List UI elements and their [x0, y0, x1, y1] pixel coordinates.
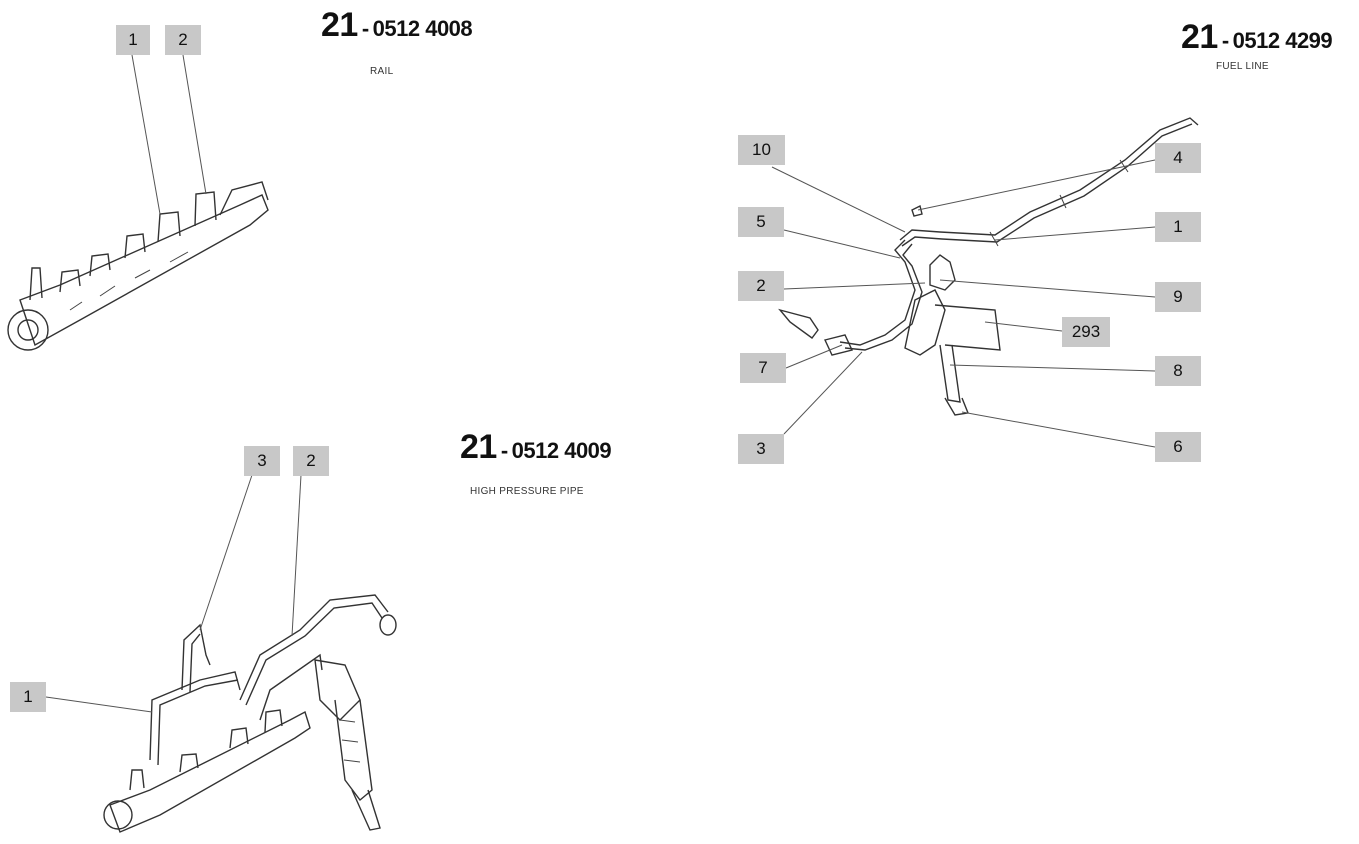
fuel-line-title-code: 0512 4299	[1232, 28, 1333, 53]
fl-leader-1	[994, 226, 1156, 241]
rail-leader-2	[182, 54, 207, 195]
hpp-title-code: 0512 4009	[511, 438, 612, 463]
hpp-leader-2	[291, 474, 302, 637]
fl-callout-7: 7	[740, 353, 786, 383]
fl-leader-4	[917, 159, 1156, 211]
fl-leader-2	[783, 282, 926, 290]
fl-leader-7	[785, 344, 843, 369]
high-pressure-pipe-illustration	[103, 594, 397, 833]
hpp-callout-2: 2	[293, 446, 329, 476]
rail-title: 21-0512 4008	[321, 6, 473, 45]
fl-callout-3: 3	[738, 434, 784, 464]
rail-illustration	[7, 181, 269, 351]
fl-callout-1: 1	[1155, 212, 1201, 242]
rail-title-number: 21	[321, 6, 358, 44]
fuel-line-title: 21-0512 4299	[1181, 18, 1333, 57]
rail-title-dash: -	[361, 16, 369, 41]
fl-callout-5: 5	[738, 207, 784, 237]
hpp-title-number: 21	[460, 428, 497, 466]
fuel-line-title-number: 21	[1181, 18, 1218, 56]
fl-callout-10: 10	[738, 135, 785, 165]
hpp-title-dash: -	[500, 438, 508, 463]
fl-callout-8: 8	[1155, 356, 1201, 386]
fl-leader-5	[783, 229, 901, 259]
rail-leader-1	[131, 54, 161, 215]
hpp-title: 21-0512 4009	[460, 428, 612, 467]
hpp-label: HIGH PRESSURE PIPE	[470, 486, 584, 497]
hpp-leader-1	[45, 696, 153, 713]
hpp-callout-1: 1	[10, 682, 46, 712]
fl-callout-293: 293	[1062, 317, 1110, 347]
fl-callout-6: 6	[1155, 432, 1201, 462]
fl-leader-10	[771, 166, 906, 233]
fuel-line-label: FUEL LINE	[1216, 61, 1269, 72]
rail-callout-1: 1	[116, 25, 150, 55]
fl-leader-9	[939, 279, 1156, 298]
fuel-line-title-dash: -	[1221, 28, 1229, 53]
fl-callout-4: 4	[1155, 143, 1201, 173]
fl-leader-6	[961, 411, 1156, 448]
fl-callout-9: 9	[1155, 282, 1201, 312]
rail-callout-2: 2	[165, 25, 201, 55]
rail-title-code: 0512 4008	[372, 16, 473, 41]
fl-leader-8	[949, 364, 1156, 372]
fl-leader-293	[984, 321, 1063, 332]
fl-leader-3	[783, 351, 863, 435]
rail-label: RAIL	[370, 66, 394, 77]
fl-callout-2: 2	[738, 271, 784, 301]
hpp-leader-3	[199, 474, 253, 631]
hpp-callout-3: 3	[244, 446, 280, 476]
